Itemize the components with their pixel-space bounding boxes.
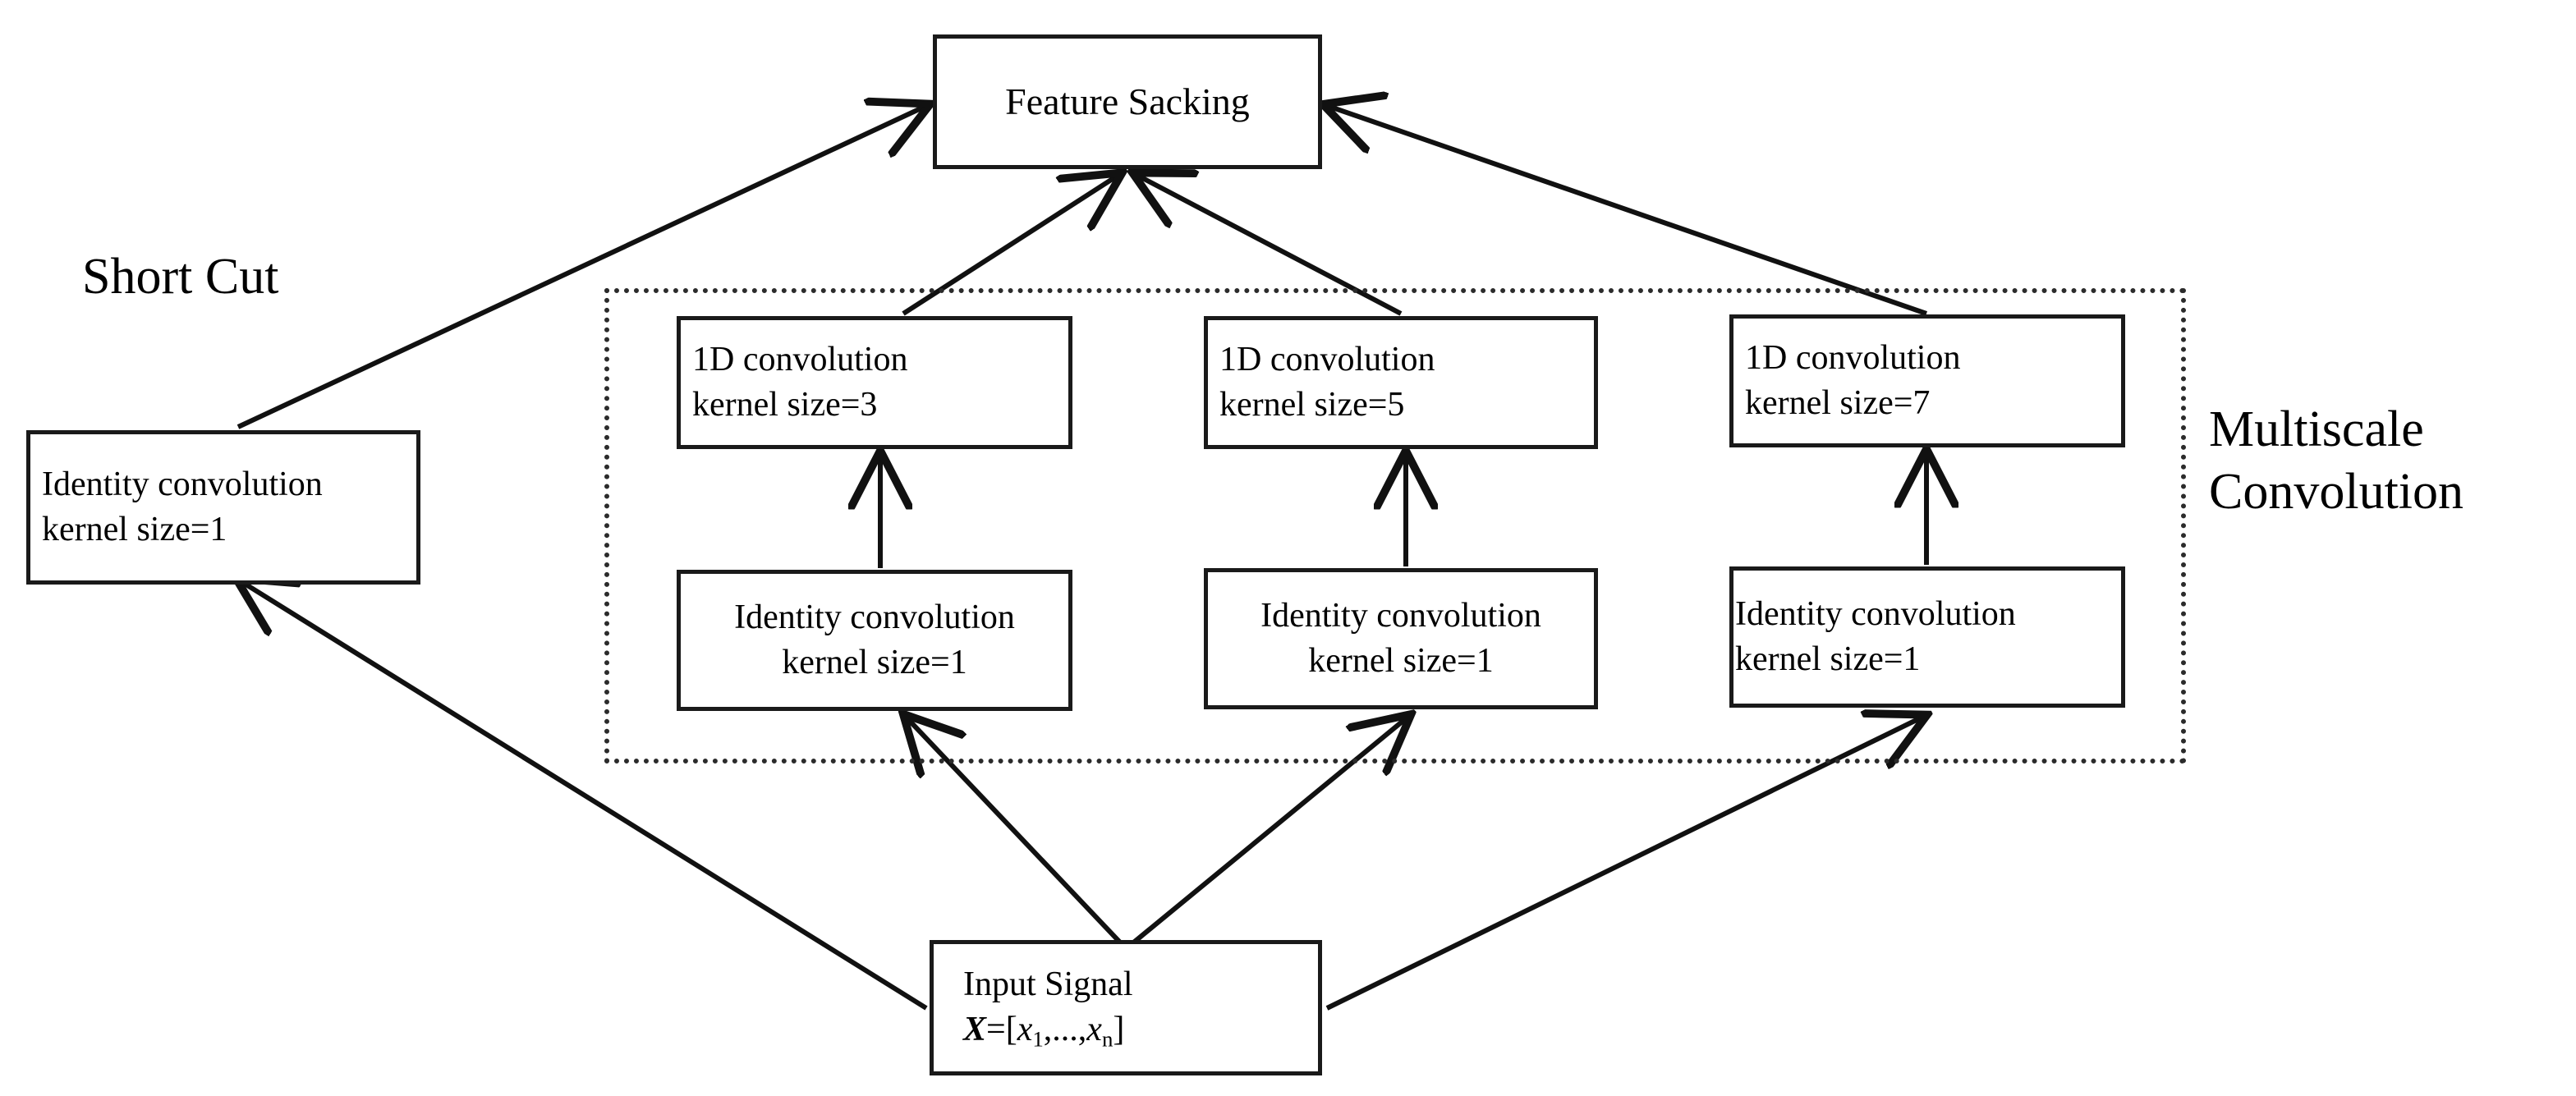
node-conv-kernel-3-line1: 1D convolution: [692, 341, 908, 379]
node-conv-kernel-7-line1: 1D convolution: [1745, 339, 1961, 378]
node-identity-convolution-b[interactable]: Identity convolution kernel size=1: [1204, 568, 1598, 709]
formula-x-last: xn: [1086, 1010, 1114, 1052]
edge-input-to-identity-a: [905, 716, 1124, 947]
formula-subscript-n: n: [1101, 1026, 1114, 1052]
edge-input-to-shortcut: [238, 580, 928, 1011]
formula-equals-bracket: =[: [986, 1010, 1017, 1048]
node-identity-convolution-c[interactable]: Identity convolution kernel size=1: [1729, 566, 2125, 708]
node-input-signal[interactable]: Input Signal X=[x1,...,xn]: [930, 940, 1322, 1075]
node-conv-kernel-3[interactable]: 1D convolution kernel size=3: [677, 316, 1072, 449]
node-identity-convolution-b-line1: Identity convolution: [1260, 597, 1541, 635]
formula-x-first: x1: [1017, 1010, 1044, 1052]
node-identity-convolution-c-line2: kernel size=1: [1735, 640, 1921, 678]
node-conv-kernel-7-line2: kernel size=7: [1745, 384, 1931, 422]
node-shortcut-identity-line2: kernel size=1: [42, 511, 227, 548]
node-input-signal-label: Input Signal: [963, 965, 1133, 1003]
edge-input-to-identity-c: [1325, 716, 1925, 1011]
label-multiscale-convolution: Multiscale Convolution: [2209, 401, 2464, 520]
node-identity-convolution-a-line2: kernel size=1: [782, 644, 967, 681]
formula-ellipsis: ,...,: [1043, 1010, 1087, 1048]
node-identity-convolution-a[interactable]: Identity convolution kernel size=1: [677, 570, 1072, 711]
node-conv-kernel-7[interactable]: 1D convolution kernel size=7: [1729, 314, 2125, 447]
node-identity-convolution-a-line1: Identity convolution: [734, 598, 1015, 637]
node-feature-stacking-label: Feature Sacking: [1005, 80, 1250, 123]
node-conv-kernel-5-line2: kernel size=5: [1219, 386, 1405, 424]
formula-close-bracket: ]: [1113, 1010, 1125, 1048]
node-conv-kernel-5-line1: 1D convolution: [1219, 341, 1435, 379]
formula-subscript-1: 1: [1032, 1026, 1044, 1052]
edge-conv-k7-to-feature-stacking: [1325, 105, 1927, 316]
node-shortcut-identity-convolution[interactable]: Identity convolution kernel size=1: [26, 430, 420, 585]
edge-shortcut-to-feature-stacking: [236, 105, 928, 429]
node-identity-convolution-b-line2: kernel size=1: [1308, 642, 1494, 680]
node-conv-kernel-5[interactable]: 1D convolution kernel size=5: [1204, 316, 1598, 449]
edge-input-to-identity-b: [1130, 716, 1409, 947]
node-conv-kernel-3-line2: kernel size=3: [692, 386, 878, 424]
node-identity-convolution-c-line1: Identity convolution: [1735, 595, 2016, 634]
node-shortcut-identity-line1: Identity convolution: [42, 465, 323, 504]
label-short-cut: Short Cut: [82, 249, 279, 305]
node-input-signal-formula: X=[x1,...,xn]: [963, 1007, 1124, 1053]
formula-variable-X: X: [963, 1010, 987, 1048]
node-feature-stacking[interactable]: Feature Sacking: [933, 34, 1322, 169]
